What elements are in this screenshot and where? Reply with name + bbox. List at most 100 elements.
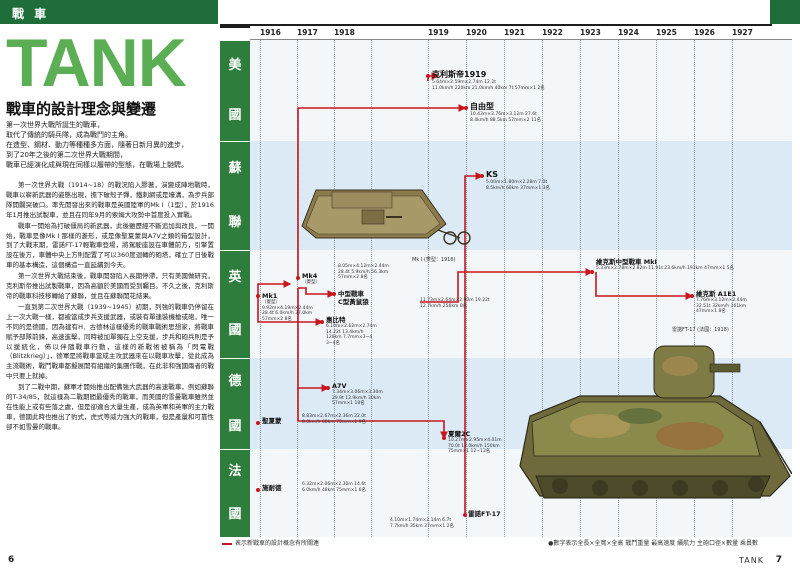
legend-arrow-icon xyxy=(222,542,232,545)
entry-a7v: A7V 7.34m×3.06m×3.30m 29.9t 12.9km/h 30k… xyxy=(332,382,383,407)
legend-spec-note: ●數字表示全長×全寬×全高 戰鬥重量 最高速度 續航力 主砲口徑×數量 乘員數 xyxy=(548,540,758,547)
ft17-caption: 雷諾FT-17 (法國：1918) xyxy=(672,327,729,333)
country-char: 蘇 xyxy=(228,161,242,176)
lede: 第一次世界大戰所誕生的戰車， 取代了傳統的騎兵隊，成為戰鬥的主角。 在造型、鋼材… xyxy=(6,120,214,170)
entry-whippet: 惠比特 6.10m×2.62m×2.74m 14.22t 13.4km/h 12… xyxy=(326,316,377,346)
tank-spec: 7.76m×3.12m×2.44m xyxy=(696,298,747,303)
country-char: 國 xyxy=(228,507,242,523)
country-char: 德 xyxy=(228,373,242,389)
year-gridline xyxy=(542,40,543,537)
year-gridline xyxy=(694,40,695,537)
tank-timeline-chart: 1916 1917 1918 1919 1920 1921 1922 1923 … xyxy=(220,26,792,537)
country-column: 美 國 蘇 聯 英 國 德 國 法 國 xyxy=(220,40,250,537)
tank-name: 雷諾FT-17 xyxy=(468,510,501,518)
tank-name: Mk4 xyxy=(302,272,318,280)
country-uk: 英 國 xyxy=(220,250,250,358)
entry-schneider-specs: 6.32m×2.06m×2.30m 14.6t 6.0km/h 48km 75m… xyxy=(302,482,366,493)
tank-spec: 28.4t 5.9km/h 56.3km xyxy=(338,269,389,275)
tank-spec: 57mm×2 8名 xyxy=(338,275,368,281)
body-text: 第一次世界大戰（1914~18）的戰況陷入膠著，演變成陣地戰時，戰車以嶄新武器的… xyxy=(6,181,214,434)
tank-name: 自由型 xyxy=(470,102,494,111)
tank-name: 夏爾2C xyxy=(448,430,471,438)
arrow-ft17-ks xyxy=(464,172,484,515)
year-label: 1925 xyxy=(656,28,677,37)
connection-arrows xyxy=(257,72,792,515)
year-label: 1922 xyxy=(542,28,563,37)
tank-spec: 5.00m×1.80m×2.28m 7.0t xyxy=(486,180,548,185)
tank-name: 克利斯帝1919 xyxy=(432,70,487,79)
country-char: 美 xyxy=(228,58,242,73)
tank-spec: 128km 7.7mm×3~4 xyxy=(326,335,373,341)
year-gridline xyxy=(618,40,619,537)
tank-name: 惠比特 xyxy=(326,316,346,324)
page-subtitle: 戰車的設計理念與變遷 xyxy=(6,100,157,118)
left-page: 戰 車 TANK 戰車的設計理念與變遷 第一次世界大戰所誕生的戰車， 取代了傳統… xyxy=(0,0,218,571)
entry-mk4-specs: 8.05m×4.12m×2.44m 28.4t 5.9km/h 56.3km 5… xyxy=(338,264,389,281)
country-us: 美 國 xyxy=(220,40,250,141)
tank-spec: 57mm×1 18名 xyxy=(332,401,365,407)
marker-dot xyxy=(256,294,260,298)
tank-spec: 70.0t 12.0km/h 150km xyxy=(448,443,500,449)
tank-spec: 4.10m×1.74m×2.14m 6.7t xyxy=(390,518,452,523)
legend-arrow-key: 表示新戰車的設計概念有所關連 xyxy=(222,538,319,547)
page-title: TANK xyxy=(6,25,187,101)
lede-line: 戰車已經演化成與現在同樣以履帶的型態，在戰場上馳騁。 xyxy=(6,161,188,169)
arrow-mediumc-vickers xyxy=(420,268,594,303)
mk1-illustration xyxy=(301,189,471,245)
country-char: 國 xyxy=(228,323,242,339)
lede-line: 在造型、鋼材、動力等種種多方面，隨著日新月異的進步， xyxy=(6,141,188,149)
country-germany: 德 國 xyxy=(220,358,250,449)
tank-spec: 7.7km/h 35km 37mm×1 2名 xyxy=(390,523,455,529)
tank-spec: 8.4km/h 88.5km 57mm×2 11名 xyxy=(470,117,542,123)
marker-dot xyxy=(442,436,446,440)
tank-name: 聖夏蒙 xyxy=(262,417,282,425)
country-france: 法 國 xyxy=(220,449,250,537)
entry-mk4: Mk4 （菱型） xyxy=(302,272,320,286)
tank-spec: 8.0km/h 60km 75mm×1 9名 xyxy=(302,419,367,425)
arrow-mk4-medium-c xyxy=(298,287,336,298)
year-gridline xyxy=(334,40,335,537)
section-tab: 戰 車 xyxy=(0,0,218,24)
country-ussr: 蘇 聯 xyxy=(220,141,250,250)
year-gridline xyxy=(580,40,581,537)
lede-line: 第一次世界大戰所誕生的戰車， xyxy=(6,121,104,129)
tank-spec: 8.5km/h 60km 37mm×1 3名 xyxy=(486,185,551,191)
tank-tag: （菱型） xyxy=(302,280,320,285)
country-char: 法 xyxy=(228,463,242,479)
tank-spec: 8.05m×4.12m×2.44m xyxy=(338,264,389,269)
country-char: 國 xyxy=(228,108,242,123)
tank-spec: 28.4t 6.0km/h 37.0km xyxy=(262,311,313,317)
tank-name: C型黃鼠狼 xyxy=(338,298,369,306)
tank-spec: 29.9t 12.9km/h 30km xyxy=(332,395,381,401)
marker-dot xyxy=(332,292,336,296)
year-label: 1919 xyxy=(428,28,449,37)
chart-legend: 表示新戰車的設計概念有所關連 ●數字表示全長×全寬×全高 戰鬥重量 最高速度 續… xyxy=(220,537,792,549)
year-label: 1917 xyxy=(297,28,318,37)
band-us xyxy=(250,40,792,141)
arrow-vickers-a1e1 xyxy=(595,272,694,300)
entry-christie: 克利斯帝1919 5.64m×2.59m×2.74m 12.2t 11.0km/… xyxy=(432,70,545,91)
entry-ks: KS 5.00m×1.80m×2.28m 7.0t 8.5km/h 60km 3… xyxy=(486,170,550,191)
entry-liberty: 自由型 10.43m×3.76m×3.12m 27.6t 8.4km/h 88.… xyxy=(470,102,541,123)
marker-dot xyxy=(590,270,594,274)
tank-name: 施耐德 xyxy=(262,484,282,492)
tank-spec: 7.34m×3.06m×3.30m xyxy=(332,390,383,395)
year-gridline xyxy=(260,40,261,537)
body-paragraph: 第一次世界大戰（1914~18）的戰況陷入膠著，演變成陣地戰時，戰車以嶄新武器的… xyxy=(6,181,214,219)
legend-arrow-text: 表示新戰車的設計概念有所關連 xyxy=(235,540,320,547)
marker-dot xyxy=(463,513,467,517)
marker-dot xyxy=(320,320,324,324)
body-paragraph: 到了二戰中期，蘇軍才開始推出配備強大武器的高速戰車，例如蘇聯的T-34/85，就… xyxy=(6,383,214,431)
arrow-mk1-mk4 xyxy=(257,280,292,296)
entry-vickers-medium: 維克斯中型戰車 MkI 5.33m×2.78m×2.82m 11.91t 23.… xyxy=(596,258,734,272)
marker-dot xyxy=(690,294,694,298)
entry-schneider: 施耐德 xyxy=(262,484,282,492)
entry-ft17: 雷諾FT-17 xyxy=(468,510,501,518)
year-label: 1927 xyxy=(732,28,753,37)
marker-dot xyxy=(256,488,260,492)
year-label: 1923 xyxy=(580,28,601,37)
entry-ft17-specs: 4.10m×1.74m×2.14m 6.7t 7.7km/h 35km 37mm… xyxy=(390,518,454,529)
right-page-number: 7 xyxy=(775,555,782,565)
tank-name: A7V xyxy=(332,382,347,390)
year-label: 1916 xyxy=(260,28,281,37)
